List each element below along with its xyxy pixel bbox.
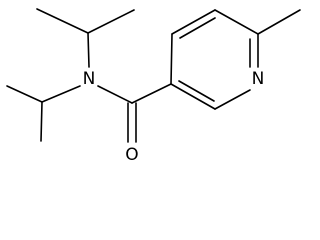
bond: [6, 85, 43, 103]
bond: [170, 33, 173, 85]
bond: [131, 83, 172, 104]
bond: [87, 32, 90, 68]
bond: [36, 8, 89, 34]
chemical-structure: N N O: [6, 8, 301, 165]
bond: [179, 17, 216, 39]
isopropyl-group-upper: [36, 8, 135, 68]
bond: [87, 9, 135, 34]
bond: [170, 83, 216, 110]
ring-nitrogen-label: N: [252, 69, 265, 89]
methyl-bond: [257, 9, 301, 35]
isopropyl-group-lower: [6, 85, 81, 142]
bond: [171, 9, 216, 35]
pyridine-ring: [170, 9, 259, 110]
bond: [97, 85, 133, 104]
bond: [214, 9, 259, 35]
bond: [40, 101, 43, 142]
amide-nitrogen-label: N: [83, 69, 96, 89]
bond: [214, 89, 251, 110]
amide-group: [97, 83, 172, 143]
bond: [41, 85, 81, 103]
bond: [178, 80, 215, 102]
carbonyl-oxygen-label: O: [125, 145, 138, 165]
